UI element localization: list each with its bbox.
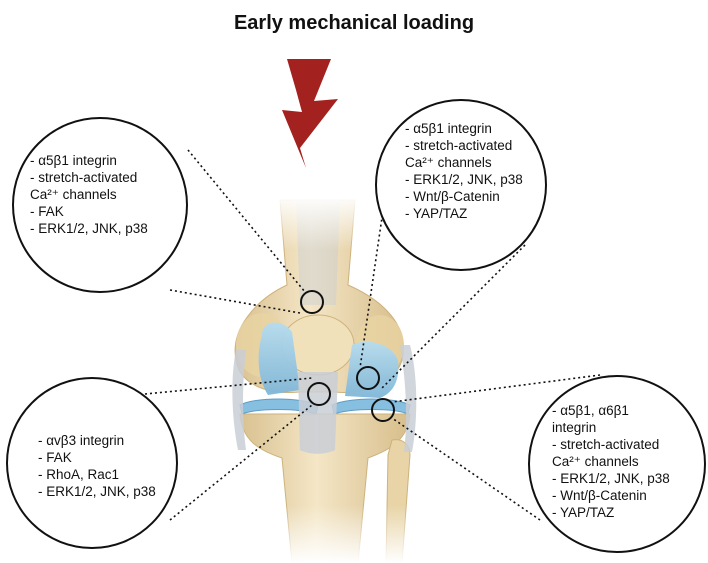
bubble-line: - α5β1, α6β1: [552, 403, 629, 418]
bubble-line: - stretch-activated: [405, 138, 513, 153]
bubble-top-left-text: - α5β1 integrin - stretch-activated Ca²⁺…: [30, 152, 148, 237]
bubble-top-right: [375, 99, 547, 271]
bubble-line: - stretch-activated: [552, 437, 660, 452]
bubble-line: - α5β1 integrin: [405, 121, 492, 136]
bubble-line: - FAK: [38, 450, 72, 465]
bubble-bottom-left: [6, 377, 178, 549]
bubble-line: Ca²⁺ channels: [30, 187, 117, 202]
target-circle-meniscus: [371, 398, 395, 422]
bubble-line: - YAP/TAZ: [552, 505, 615, 520]
bubble-line: - αvβ3 integrin: [38, 433, 125, 448]
target-circle-cartilage: [356, 366, 380, 390]
target-circle-patellar-tendon: [307, 382, 331, 406]
target-circle-femur: [300, 290, 324, 314]
bubble-line: - Wnt/β-Catenin: [552, 488, 647, 503]
bubble-top-left: [12, 117, 188, 293]
bubble-line: - ERK1/2, JNK, p38: [30, 221, 148, 236]
bubble-line: integrin: [552, 420, 597, 435]
bubble-line: - stretch-activated: [30, 170, 138, 185]
bubble-line: - ERK1/2, JNK, p38: [38, 484, 156, 499]
bubble-top-right-text: - α5β1 integrin - stretch-activated Ca²⁺…: [405, 120, 523, 222]
bubble-bottom-right: [528, 375, 706, 553]
bubble-line: - α5β1 integrin: [30, 153, 117, 168]
bubble-bottom-right-text: - α5β1, α6β1 integrin - stretch-activate…: [552, 402, 670, 521]
bubble-line: - RhoA, Rac1: [38, 467, 120, 482]
connector-lines: [144, 149, 601, 521]
tibia: [239, 413, 411, 563]
bubble-line: Ca²⁺ channels: [405, 155, 492, 170]
bubble-line: - ERK1/2, JNK, p38: [405, 172, 523, 187]
bubble-line: - Wnt/β-Catenin: [405, 189, 500, 204]
bubble-line: Ca²⁺ channels: [552, 454, 639, 469]
bubble-line: - YAP/TAZ: [405, 206, 468, 221]
lightning-bolt-icon: [282, 59, 338, 168]
diagram-title: Early mechanical loading: [233, 12, 475, 34]
bubble-bottom-left-text: - αvβ3 integrin - FAK - RhoA, Rac1 - ERK…: [38, 432, 156, 500]
bubble-line: - ERK1/2, JNK, p38: [552, 471, 670, 486]
bubble-line: - FAK: [30, 204, 64, 219]
